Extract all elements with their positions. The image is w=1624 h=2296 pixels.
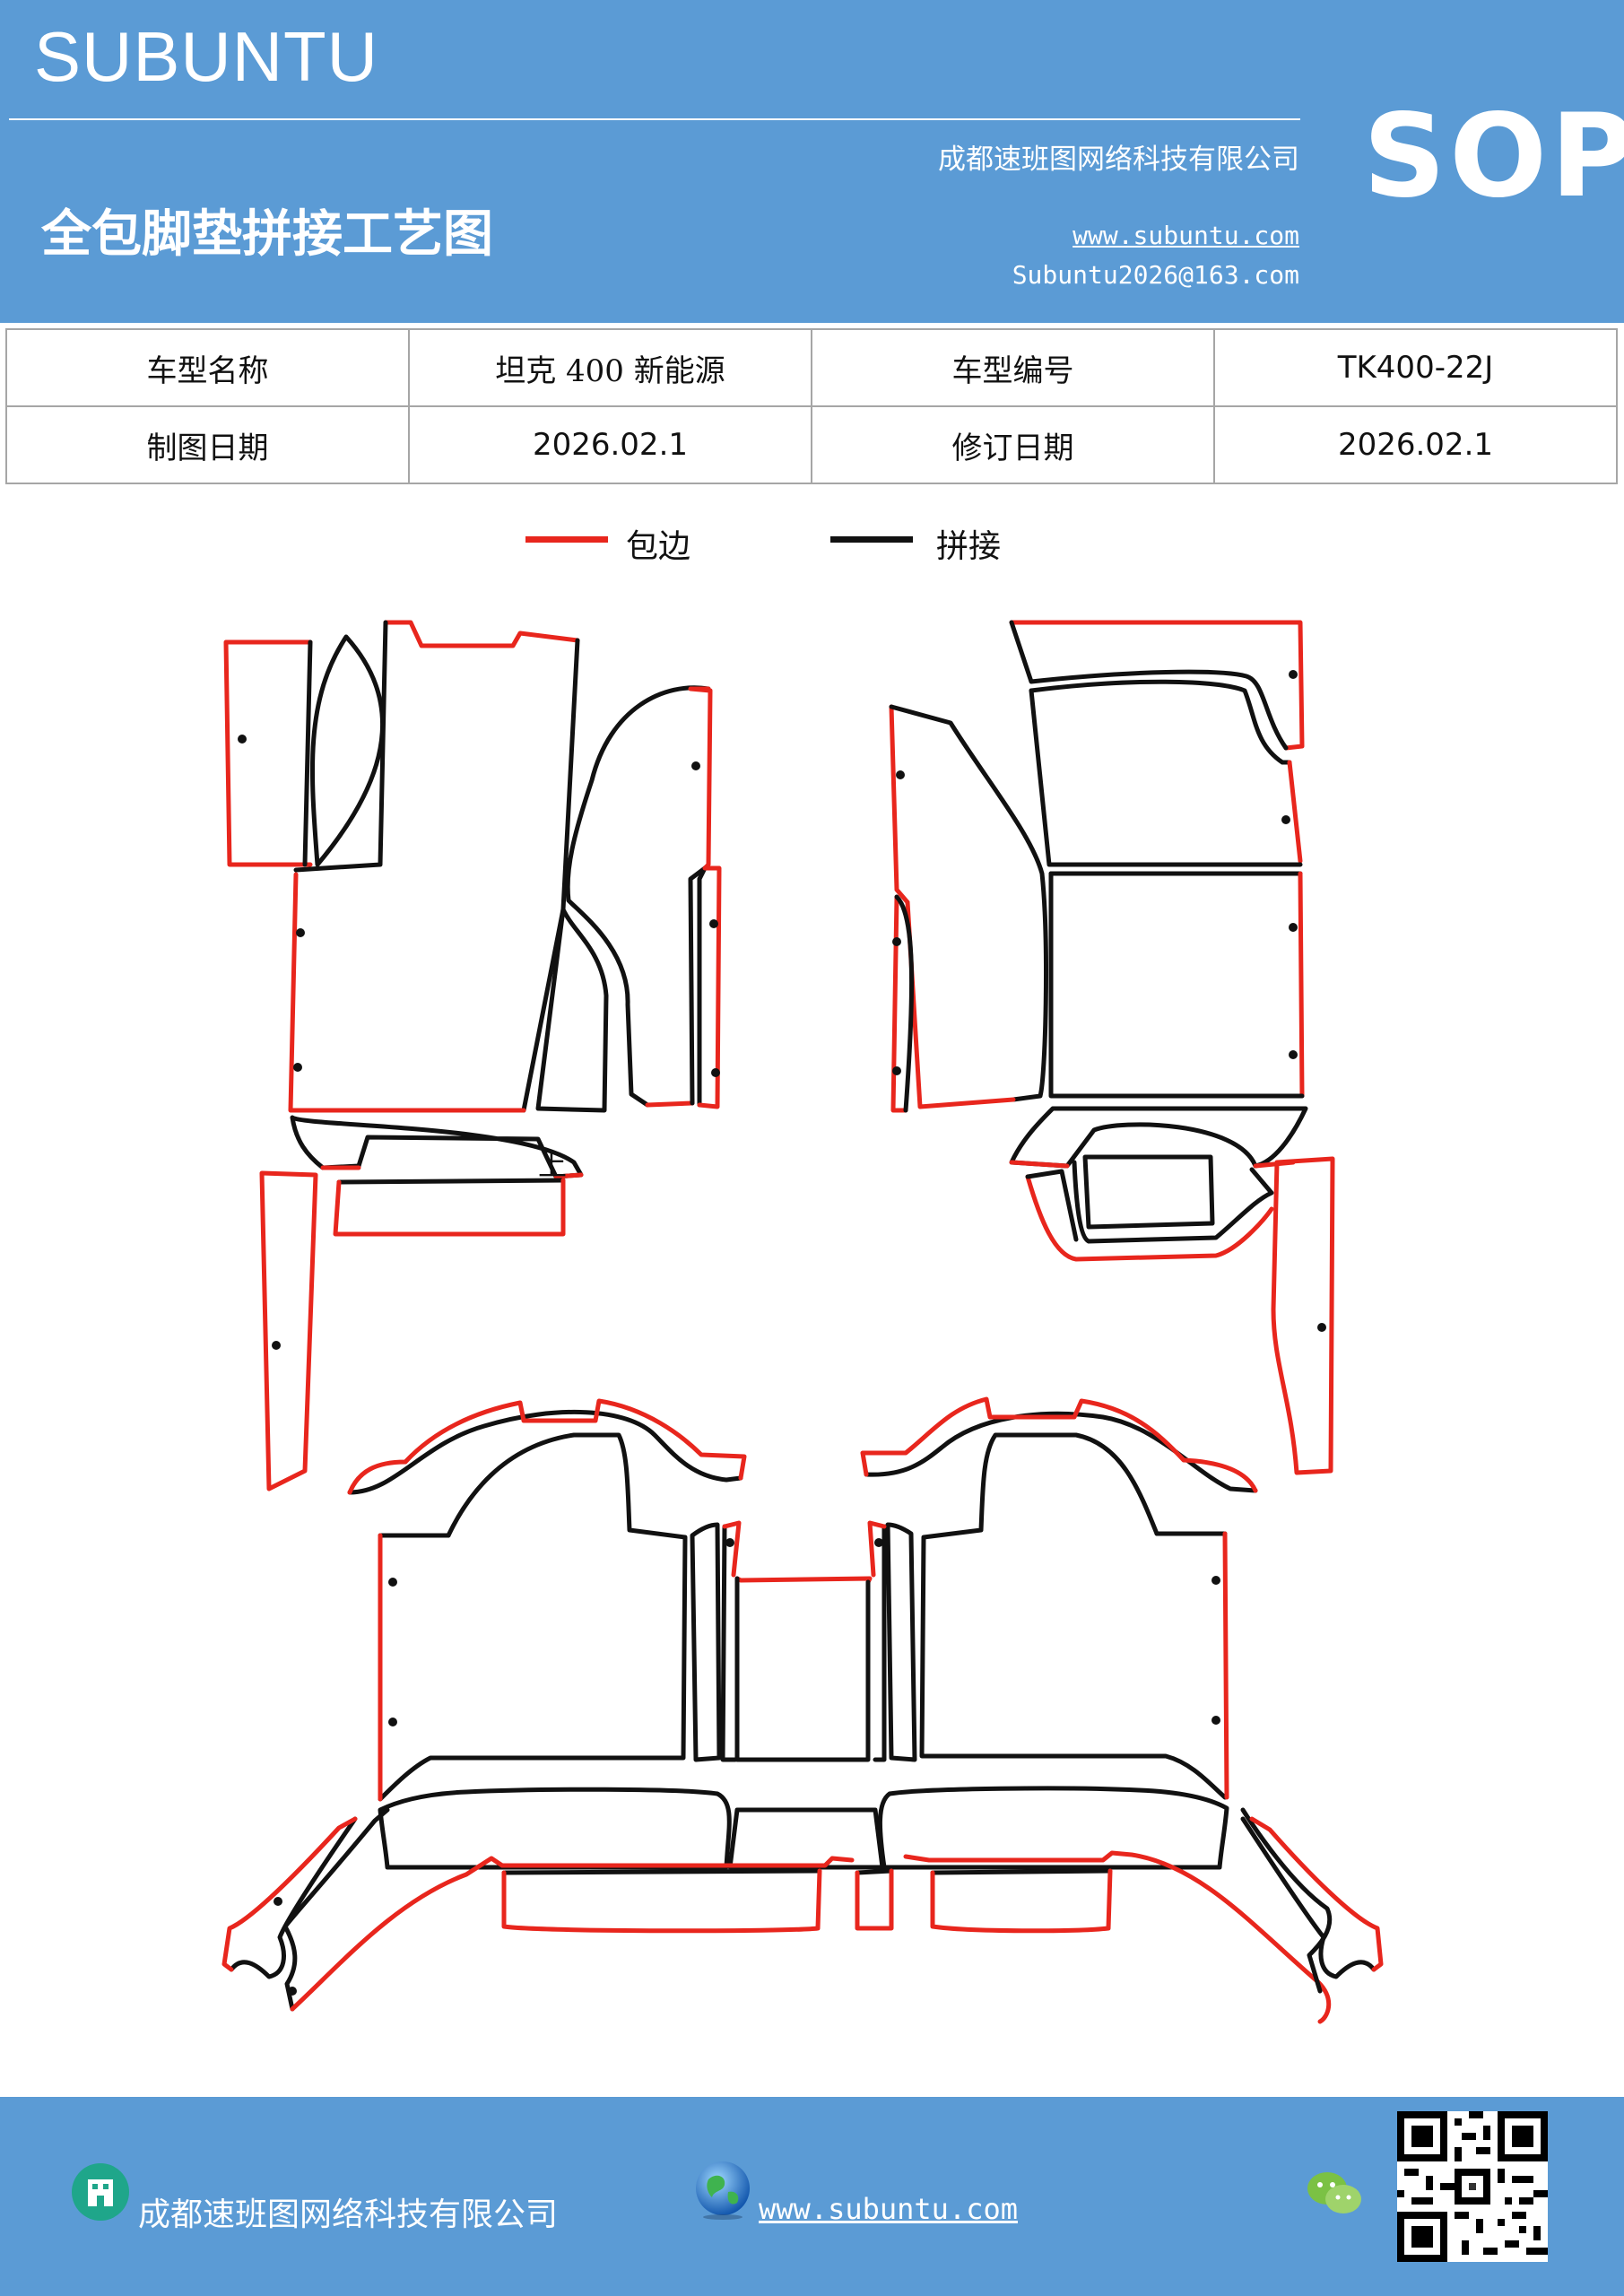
mat-piece-rear-center-tunnel: [734, 1576, 873, 1762]
table-cell: 车型名称: [5, 328, 410, 407]
mat-piece-passenger-top: [1009, 620, 1305, 751]
mat-piece-rear-lower-mid: [727, 1807, 885, 1870]
legend-joint-swatch: [830, 536, 913, 543]
legend-hem-label: 包边: [626, 528, 691, 565]
table-row: 车型名称 坦克 400 新能源 车型编号 TK400-22J: [5, 328, 1618, 407]
table-cell: 2026.02.1: [1213, 405, 1618, 484]
globe-icon: [696, 2161, 750, 2220]
mat-piece-rear-left-center-strip: [690, 1522, 722, 1762]
mat-piece-rear-left-seat: [378, 1432, 688, 1802]
mat-piece-rear-center-upper-left: [720, 1520, 742, 1762]
up-marker: 上: [538, 1148, 567, 1182]
mat-piece-passenger-outer: [1025, 1169, 1274, 1262]
mat-piece-driver-side-panel: [223, 639, 313, 867]
mat-piece-rear-center-upper-right: [867, 1520, 887, 1762]
mat-piece-rear-left-arch: [347, 1398, 747, 1495]
mat-piece-rear-left-corner: [221, 1816, 358, 1979]
mat-piece-passenger-main: [1048, 871, 1305, 1099]
mat-piece-driver-tunnel: [535, 907, 609, 1113]
footer-website-link[interactable]: www.subuntu.com: [759, 2192, 1018, 2226]
mat-piece-driver-footwell: [565, 685, 713, 1108]
company-name: 成都速班图网络科技有限公司: [938, 144, 1299, 176]
vehicle-info-table: 车型名称 坦克 400 新能源 车型编号 TK400-22J 制图日期 2026…: [5, 328, 1618, 484]
brand-logo-text: SUBUNTU: [34, 17, 379, 96]
table-cell: 2026.02.1: [408, 405, 812, 484]
mat-piece-passenger-strip: [890, 894, 915, 1113]
table-row: 制图日期 2026.02.1 修订日期 2026.02.1: [5, 405, 1618, 484]
mat-piece-rear-right-seat: [919, 1432, 1229, 1800]
table-cell: 制图日期: [5, 405, 410, 484]
table-cell: TK400-22J: [1213, 328, 1618, 407]
mat-piece-rear-left-step: [501, 1868, 822, 1934]
fastener-dots: [238, 670, 1326, 1996]
mat-piece-rear-right-corner: [1240, 1816, 1384, 1979]
mat-piece-rear-right-arch: [860, 1396, 1258, 1493]
mat-piece-passenger-long-strip: [1271, 1156, 1335, 1475]
mat-piece-rear-right-outer: [903, 1807, 1333, 2024]
mat-piece-driver-strip: [697, 865, 722, 1109]
building-icon: [72, 2163, 129, 2221]
header-divider: [9, 118, 1300, 120]
qr-code[interactable]: [1397, 2111, 1548, 2262]
table-cell: 坦克 400 新能源: [408, 328, 812, 407]
table-cell: 车型编号: [811, 328, 1215, 407]
mat-piece-rear-center-step: [855, 1868, 894, 1931]
mat-piece-rear-left-outer: [282, 1807, 855, 2012]
legend-hem-swatch: [525, 536, 608, 543]
footer-company-name: 成都速班图网络科技有限公司: [138, 2196, 559, 2233]
sop-label: SOP: [1363, 90, 1624, 223]
mat-piece-rear-right-center-strip: [885, 1522, 917, 1762]
website-link[interactable]: www.subuntu.com: [1073, 221, 1299, 250]
mat-piece-rear-lower-left-bar: [378, 1787, 732, 1870]
mat-piece-driver-long-strip: [259, 1170, 318, 1492]
email-address: Subuntu2026@163.com: [1012, 260, 1299, 290]
wechat-icon[interactable]: [1304, 2167, 1365, 2221]
mat-piece-driver-front-lip: [290, 1115, 584, 1179]
mat-piece-passenger-tray: [1072, 1154, 1274, 1244]
mat-piece-rear-lower-right-bar: [877, 1786, 1229, 1870]
mat-piece-passenger-upper: [1029, 679, 1303, 867]
mat-piece-rear-right-step: [930, 1868, 1113, 1934]
mat-piece-driver-main: [288, 620, 580, 1113]
header-banner: SUBUNTU SOP 全包脚垫拼接工艺图 成都速班图网络科技有限公司 www.…: [0, 0, 1624, 323]
mat-piece-driver-curve: [309, 634, 385, 867]
document-title: 全包脚垫拼接工艺图: [41, 204, 493, 264]
legend-joint-label: 拼接: [936, 528, 1002, 565]
mat-piece-driver-bar: [333, 1178, 566, 1237]
mat-piece-passenger-side: [889, 704, 1048, 1109]
table-cell: 修订日期: [811, 405, 1215, 484]
footer-banner: 成都速班图网络科技有限公司 www.subuntu.com: [0, 2097, 1624, 2296]
legend: 包边 拼接: [0, 520, 1624, 574]
